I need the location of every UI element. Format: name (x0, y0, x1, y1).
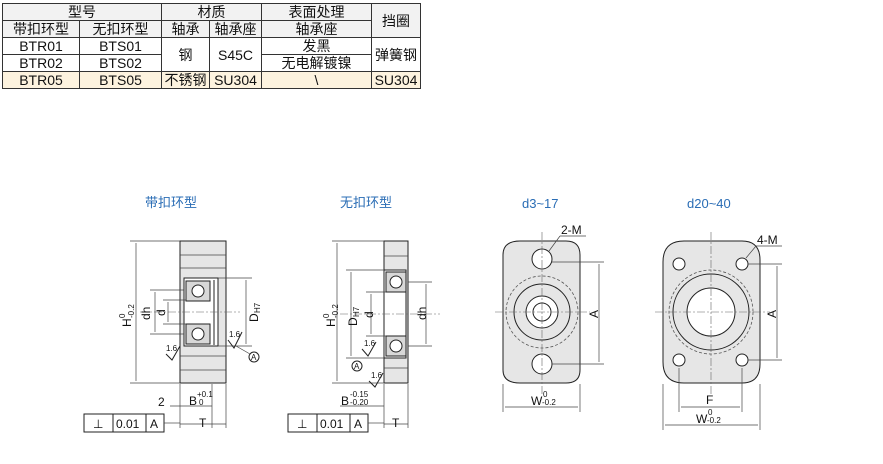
dim-H-tol-dn: -0.2 (127, 304, 136, 318)
cell-model-without: BTS01 (79, 37, 162, 55)
cell-bearing-steel: 钢 (161, 37, 210, 72)
cell-model-with: BTR01 (2, 37, 80, 55)
caption-d3-17: d3~17 (522, 196, 559, 211)
cell-surface-nickel: 无电解镀镍 (261, 54, 372, 72)
mounting-hole-br (735, 353, 749, 367)
spec-table: 型号 材质 表面处理 挡圈 带扣环型 无扣环型 轴承 轴承座 轴承座 BTR01… (2, 3, 421, 89)
tol-datum: A (354, 417, 362, 431)
ball-lower (191, 327, 205, 341)
cell-housing-s45c: S45C (209, 37, 262, 72)
front-view-d3-17: 2-M A W 0 -0.2 (495, 223, 604, 412)
dim-B-tol-dn: 0 (199, 398, 204, 407)
datum-A: A (251, 353, 257, 362)
dim-H: H (120, 318, 134, 327)
dim-2: 2 (158, 395, 165, 409)
table-row: BTR02 BTS02 无电解镀镍 (2, 54, 421, 72)
caption-with-ring: 带扣环型 (145, 195, 197, 210)
dim-D: D (346, 317, 360, 326)
dim-D: D (247, 313, 261, 322)
dim-H-tol-up: 0 (118, 313, 127, 318)
caption-d20-40: d20~40 (687, 196, 731, 211)
dim-W-tol-up: 0 (708, 408, 713, 417)
table-row: BTR05 BTS05 不锈钢 SU304 \ SU304 (2, 71, 421, 89)
tol-perp-symbol: ⊥ (297, 417, 307, 431)
dim-dh: dh (415, 307, 429, 320)
section-view-with-ring: H 0 -0.2 dh d D H7 1.6 1.6 A 2 B +0.1 (83, 240, 262, 433)
cell-housing: SU304 (209, 71, 262, 89)
label-2M: 2-M (561, 223, 582, 237)
cell-model-with: BTR05 (2, 71, 80, 89)
dim-B-tol-dn: -0.20 (350, 398, 369, 407)
dim-B: B (341, 394, 349, 408)
tol-perp-symbol: ⊥ (93, 417, 103, 431)
dim-B-tol-up: +0.1 (197, 390, 213, 399)
cell-retainer: SU304 (371, 71, 421, 89)
ball-upper (389, 275, 403, 289)
dim-W: W (696, 412, 708, 426)
table-row: BTR01 BTS01 钢 S45C 发黑 弹簧钢 (2, 37, 421, 72)
header-model: 型号 (2, 3, 162, 21)
mounting-hole-bl (672, 353, 686, 367)
mounting-hole-tr (735, 257, 749, 271)
dim-B-tol-up: -0.15 (350, 390, 369, 399)
cell-surface-black: 发黑 (261, 37, 372, 55)
dim-T: T (199, 416, 207, 430)
dim-W-tol-dn: -0.2 (707, 416, 721, 425)
dim-W-tol-dn: -0.2 (542, 398, 556, 407)
dim-d: d (362, 311, 376, 318)
dim-B: B (189, 394, 197, 408)
dim-D-sub: H7 (352, 306, 361, 317)
dim-W: W (531, 394, 543, 408)
roughness-2: 1.6 (371, 371, 383, 380)
header-bearing: 轴承 (161, 20, 210, 38)
cell-retainer-spring: 弹簧钢 (371, 37, 421, 72)
header-surface: 表面处理 (261, 3, 372, 21)
roughness-1: 1.6 (229, 330, 241, 339)
datum-A-symbol (351, 360, 363, 372)
ball-lower (389, 339, 403, 353)
section-view-without-ring: H 0 -0.2 D H7 d dh 1.6 1.6 A B -0.15 -0.… (287, 240, 440, 433)
tol-datum: A (150, 417, 158, 431)
datum-A-symbol (248, 351, 260, 363)
dim-H-tol-dn: -0.2 (331, 304, 340, 318)
mounting-hole-tl (672, 257, 686, 271)
cell-bearing: 不锈钢 (161, 71, 210, 89)
dim-F: F (706, 393, 713, 407)
datum-A: A (354, 362, 360, 371)
header-material: 材质 (161, 3, 262, 21)
roughness-1: 1.6 (364, 339, 376, 348)
header-surface-housing: 轴承座 (261, 20, 372, 38)
tol-value: 0.01 (320, 417, 344, 431)
dim-H-tol-up: 0 (322, 313, 331, 318)
dim-H: H (324, 318, 338, 327)
dim-A: A (587, 310, 601, 318)
front-view-d20-40: 4-M A F W 0 -0.2 (655, 232, 782, 430)
header-without-ring: 无扣环型 (79, 20, 162, 38)
dim-dh: dh (139, 307, 153, 320)
dim-D-sub: H7 (253, 302, 262, 313)
dim-T: T (392, 416, 400, 430)
ball-upper (191, 284, 205, 298)
tol-value: 0.01 (116, 417, 140, 431)
caption-without-ring: 无扣环型 (340, 195, 392, 210)
cell-surface: \ (261, 71, 372, 89)
dim-A: A (765, 310, 779, 318)
roughness-2: 1.6 (166, 344, 178, 353)
dim-W-tol-up: 0 (543, 390, 548, 399)
dim-d: d (154, 309, 168, 316)
cell-model-without: BTS02 (79, 54, 162, 72)
label-4M: 4-M (757, 233, 778, 247)
cell-model-without: BTS05 (79, 71, 162, 89)
